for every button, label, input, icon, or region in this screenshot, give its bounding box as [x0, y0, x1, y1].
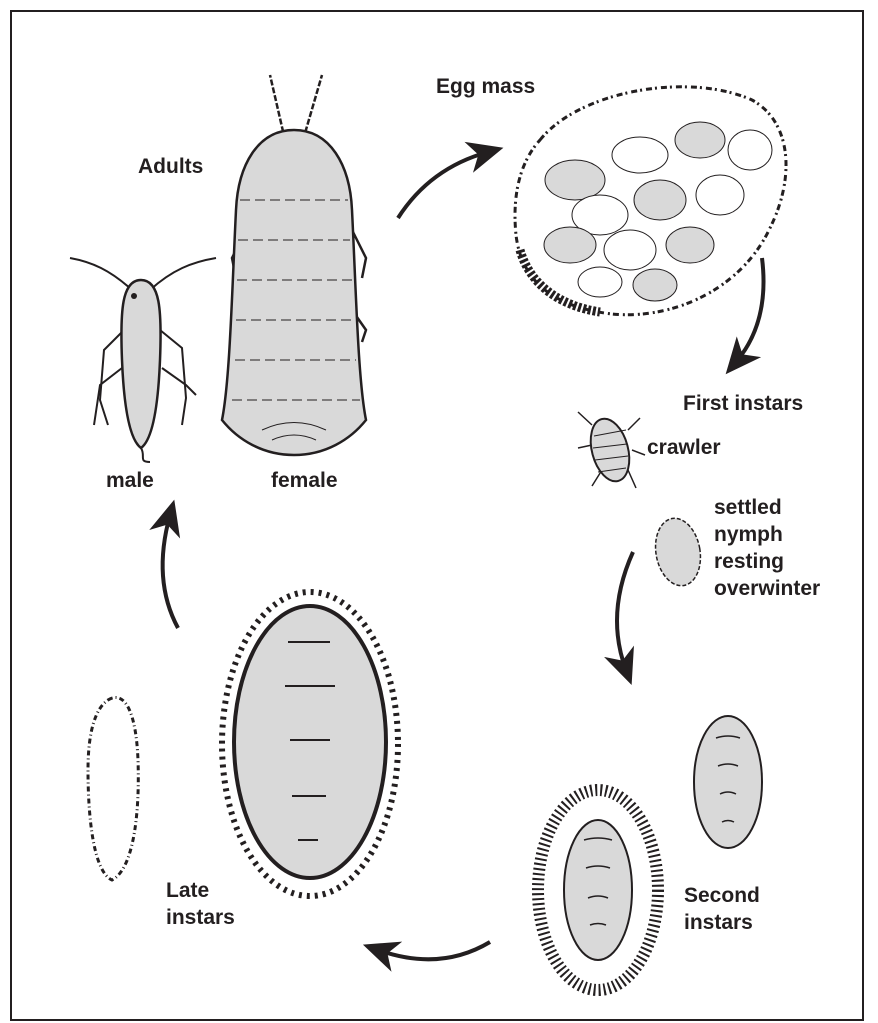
arrow-first-to-second-instars	[617, 552, 633, 670]
arrow-second-to-late-instars	[378, 942, 490, 959]
arrow-egg-to-first-instars	[736, 258, 764, 362]
arrow-late-instars-to-adults	[163, 515, 178, 628]
second-instar-waxy-illustration	[538, 790, 658, 990]
label-settled-line-4: overwinter	[714, 575, 820, 602]
label-late-instars-line-1: Late	[166, 877, 235, 904]
label-settled-line-1: settled	[714, 494, 820, 521]
second-instar-illustration	[694, 716, 762, 848]
settled-nymph-illustration	[650, 515, 705, 590]
female-adult-illustration	[222, 75, 366, 455]
late-instar-cast-skin-illustration	[88, 698, 138, 881]
label-egg-mass: Egg mass	[436, 73, 535, 100]
label-settled-line-3: resting	[714, 548, 820, 575]
label-second-instars-line-1: Second	[684, 882, 760, 909]
male-adult-illustration	[70, 258, 216, 462]
label-male: male	[106, 467, 154, 494]
label-late-instars: Late instars	[166, 877, 235, 931]
label-second-instars: Second instars	[684, 882, 760, 936]
label-settled-line-2: nymph	[714, 521, 820, 548]
arrow-adults-to-egg	[398, 152, 488, 218]
label-first-instars: First instars	[683, 390, 803, 417]
label-female: female	[271, 467, 338, 494]
label-second-instars-line-2: instars	[684, 909, 760, 936]
egg-mass-illustration	[515, 87, 786, 315]
late-instar-large-illustration	[222, 592, 398, 896]
crawler-illustration	[578, 412, 645, 488]
label-crawler: crawler	[647, 434, 721, 461]
label-late-instars-line-2: instars	[166, 904, 235, 931]
label-adults: Adults	[138, 153, 203, 180]
label-settled-nymph: settled nymph resting overwinter	[714, 494, 820, 602]
